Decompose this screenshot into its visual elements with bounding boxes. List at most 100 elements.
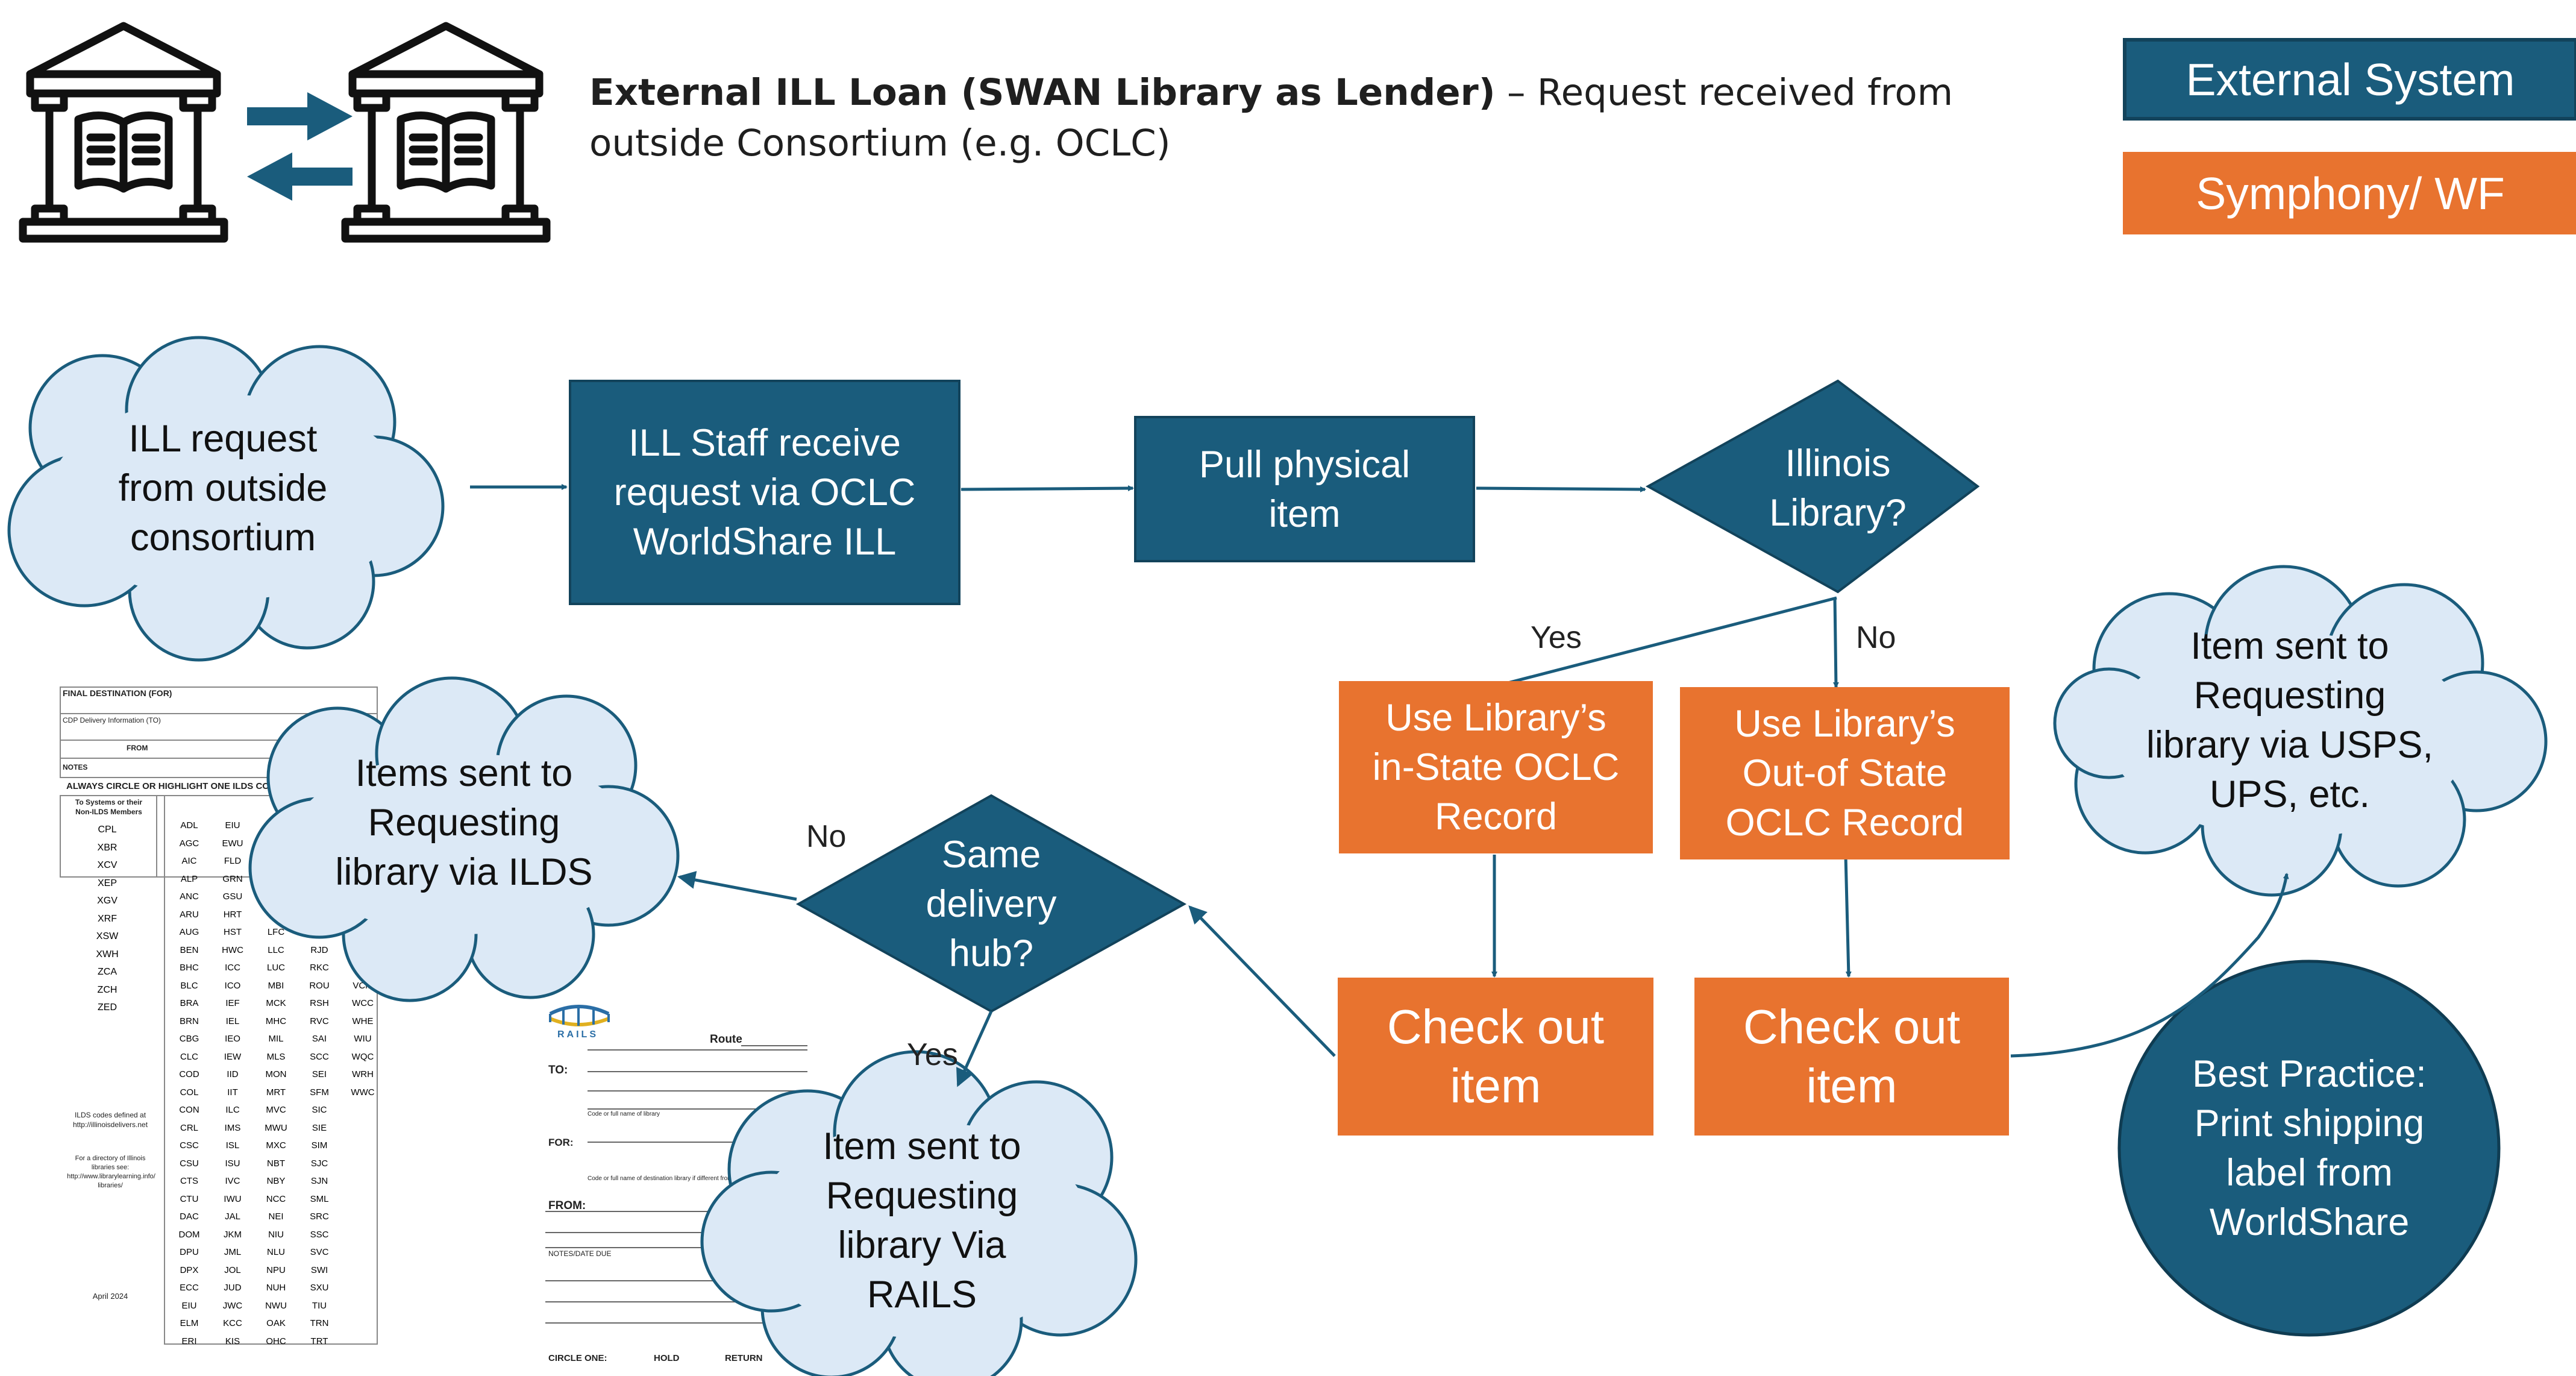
ilds-code-cell: SAI <box>312 1034 327 1044</box>
arrow-pull-to-illinois <box>1476 486 1646 492</box>
rails-return: RETURN <box>725 1353 763 1363</box>
ilds-code-cell: DAC <box>180 1211 199 1222</box>
ilds-code-cell: DPX <box>180 1264 199 1275</box>
ilds-code-cell: SXU <box>310 1283 329 1293</box>
ilds-code-cell: AGC <box>179 838 199 849</box>
ilds-code-cell: SFM <box>310 1087 329 1098</box>
ilds-routing-form: FINAL DESTINATION (FOR) CDP Delivery Inf… <box>59 686 378 1352</box>
ilds-code-cell: IIT <box>227 1087 238 1098</box>
ilds-code-cell: SIC <box>312 1105 327 1115</box>
ilds-directory-4: libraries/ <box>98 1182 123 1189</box>
ilds-code-cell: RSH <box>310 998 329 1008</box>
ilds-code-cell: MHC <box>265 1016 287 1026</box>
ilds-code-cell: SJC <box>310 1158 328 1169</box>
ilds-code-cell: ICC <box>225 963 240 973</box>
ilds-code-cell: ADL <box>180 820 198 831</box>
ilds-code-cell: WHE <box>352 1016 374 1026</box>
ilds-code-cell: MBI <box>268 980 284 991</box>
ilds-code-cell: SIE <box>312 1122 327 1133</box>
ilds-code-cell: TRT <box>310 1336 328 1346</box>
ilds-code-cell: BHC <box>180 963 199 973</box>
ilds-code-cell: DPU <box>180 1247 199 1257</box>
ilds-date-label: April 2024 <box>92 1292 128 1301</box>
ilds-code-cell: CBG <box>179 1034 199 1044</box>
ilds-notes-label: NOTES <box>63 763 88 771</box>
ilds-system-code: XBR <box>97 842 118 853</box>
ilds-to-systems-label: To Systems or their <box>75 798 143 806</box>
rails-notes-date-due: NOTES/DATE DUE <box>548 1249 612 1258</box>
ilds-code-cell: MWU <box>265 1122 287 1133</box>
node-ill-request: ILL request from outside consortium <box>118 418 328 559</box>
arrow-no-to-out-state <box>1832 597 1839 688</box>
ilds-code-cell: COD <box>179 1069 199 1079</box>
ilds-code-cell: WCC <box>352 998 374 1008</box>
node-in-state-record: Use Library’s in-State OCLC Record <box>1339 681 1653 853</box>
node-best-practice: Best Practice: Print shipping label from… <box>2192 1053 2427 1243</box>
page-title: External ILL Loan (SWAN Library as Lende… <box>589 71 1954 165</box>
ilds-directory-1: For a directory of Illinois <box>75 1155 146 1162</box>
library-building-icon <box>19 22 228 243</box>
ilds-code-cell: SSC <box>310 1229 329 1240</box>
ilds-code-cell: NWU <box>265 1300 287 1311</box>
library-building-icon <box>341 22 551 243</box>
ilds-code-cell: NCC <box>266 1193 286 1204</box>
ilds-code-cell: JOL <box>224 1264 241 1275</box>
ilds-code-cell: ELM <box>180 1318 199 1328</box>
node-ill-staff-receive: ILL Staff receive request via OCLC World… <box>569 380 961 605</box>
ilds-code-cell: HST <box>224 927 242 937</box>
ilds-code-cell: IMS <box>224 1122 241 1133</box>
ilds-code-cell: RJD <box>310 944 328 955</box>
ilds-system-code: XGV <box>97 896 118 906</box>
decision-illinois-library <box>1645 379 1980 594</box>
ilds-code-cell: CTU <box>180 1193 199 1204</box>
ilds-directory-2: libraries see: <box>91 1164 130 1171</box>
cloud-ill-request <box>7 336 445 662</box>
ilds-non-members-label: Non-ILDS Members <box>75 808 142 816</box>
ilds-code-cell: FLD <box>224 856 242 866</box>
ilds-code-cell: LUC <box>266 963 285 973</box>
ilds-code-cell: IID <box>227 1069 239 1079</box>
ilds-system-code: XRF <box>98 913 117 924</box>
ilds-system-code: XSW <box>96 931 119 941</box>
ilds-code-cell: NEI <box>268 1211 284 1222</box>
ilds-code-cell: MIL <box>268 1034 284 1044</box>
ilds-code-cell: LLC <box>268 944 284 955</box>
ilds-code-cell: WQC <box>351 1051 374 1062</box>
ilds-code-cell: OAK <box>266 1318 286 1328</box>
arrow-checkout-to-hub <box>1188 905 1336 1057</box>
rails-logo-text: RAILS <box>557 1029 598 1040</box>
edge-label-yes-illinois: Yes <box>1531 620 1582 655</box>
ilds-code-cell: BEN <box>180 944 199 955</box>
ilds-code-cell: MON <box>265 1069 287 1079</box>
node-same-hub-label: Same delivery hub? <box>926 834 1057 975</box>
ilds-final-destination-label: FINAL DESTINATION (FOR) <box>63 688 172 698</box>
ilds-code-cell: HWC <box>222 944 243 955</box>
node-check-out-item-2: Check out item <box>1694 978 2009 1136</box>
ilds-code-cell: CSU <box>180 1158 199 1169</box>
ilds-code-cell: JAL <box>225 1211 240 1222</box>
ilds-code-cell: SRC <box>310 1211 329 1222</box>
best-practice-circle <box>2117 960 2501 1337</box>
ilds-code-cell: MCK <box>266 998 286 1008</box>
rails-to-label: TO: <box>548 1064 568 1076</box>
exchange-arrows-icon <box>247 92 353 201</box>
ilds-code-cell: NUH <box>266 1283 286 1293</box>
ilds-code-cell: ARU <box>180 909 199 920</box>
cloud-usps <box>2053 565 2548 897</box>
ilds-code-cell: IEL <box>225 1016 240 1026</box>
ilds-code-cell: TIU <box>312 1300 327 1311</box>
ilds-code-cell: NBT <box>267 1158 285 1169</box>
rails-circle-one: CIRCLE ONE: <box>548 1353 607 1363</box>
ilds-code-cell: AIC <box>181 856 197 866</box>
ilds-code-cell: NPU <box>266 1264 286 1275</box>
ilds-code-cell: GSU <box>222 891 243 902</box>
ilds-code-cell: IEO <box>225 1034 240 1044</box>
ilds-code-cell: DOM <box>178 1229 200 1240</box>
ilds-cdp-label: CDP Delivery Information (TO) <box>63 716 161 724</box>
arrow-out-state-to-checkout <box>1844 855 1852 978</box>
ilds-code-cell: NIU <box>268 1229 284 1240</box>
ilds-code-cell: LFC <box>267 927 285 937</box>
